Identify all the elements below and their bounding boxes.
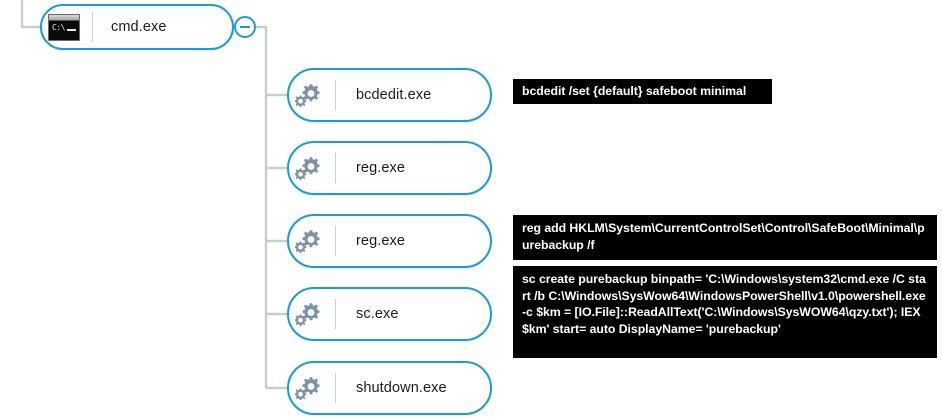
node-separator [335, 373, 336, 403]
command-line-tooltip: reg add HKLM\System\CurrentControlSet\Co… [513, 215, 937, 260]
node-separator [335, 299, 336, 329]
node-separator [335, 226, 336, 256]
minus-circle-icon[interactable] [234, 16, 256, 38]
node-separator [92, 12, 93, 42]
node-separator [335, 80, 336, 110]
command-line-tooltip: bcdedit /set {default} safeboot minimal [513, 79, 772, 104]
process-node-label: bcdedit.exe [356, 87, 432, 103]
gears-icon [289, 82, 329, 108]
process-node-label: reg.exe [356, 233, 406, 249]
gears-icon [289, 228, 329, 254]
gears-icon [289, 301, 329, 327]
gears-icon [289, 155, 329, 181]
console-icon: C:\ [42, 13, 86, 41]
node-separator [335, 153, 336, 183]
process-node-label: shutdown.exe [356, 380, 447, 396]
minus-glyph [240, 26, 250, 28]
command-line-tooltip: sc create purebackup binpath= 'C:\Window… [513, 266, 937, 358]
console-icon-prompt-text: C:\ [52, 22, 65, 32]
process-node-reg-1[interactable]: reg.exe [287, 141, 492, 195]
process-node-label: reg.exe [356, 160, 406, 176]
process-node-sc[interactable]: sc.exe [287, 287, 492, 341]
gears-icon [289, 375, 329, 401]
process-node-label: cmd.exe [111, 19, 167, 35]
process-node-bcdedit[interactable]: bcdedit.exe [287, 68, 492, 122]
process-node-root[interactable]: C:\ cmd.exe [40, 4, 234, 50]
process-node-shutdown[interactable]: shutdown.exe [287, 361, 492, 415]
process-node-reg-2[interactable]: reg.exe [287, 214, 492, 268]
process-node-label: sc.exe [356, 306, 399, 322]
